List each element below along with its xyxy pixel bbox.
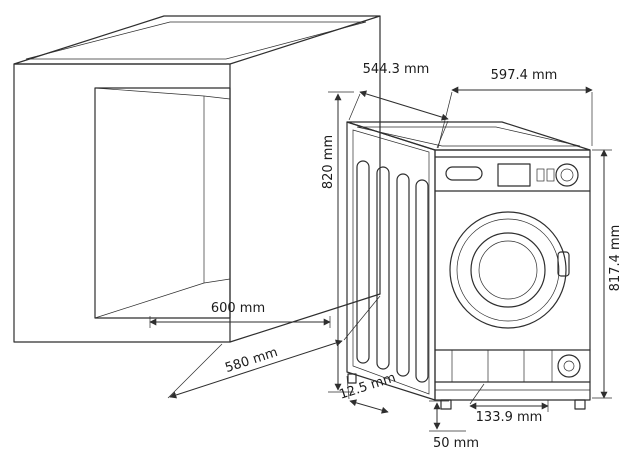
dim-label-niche-bottom: 580 mm	[223, 345, 279, 376]
extension-line	[346, 375, 350, 400]
door-glass-inner	[478, 240, 538, 300]
niche-back-top-spur	[203, 95, 231, 100]
dimension-floor-clearance: 50 mm	[429, 400, 479, 451]
cabinet-top-face-inset	[25, 21, 367, 60]
machine-side-panel-inset	[352, 129, 430, 395]
dimension-niche-height: 820 mm	[321, 91, 354, 393]
dim-label-base-recess: 133.9 mm	[476, 410, 543, 425]
dim-label-niche-height: 820 mm	[321, 135, 336, 189]
program-knob-inner	[560, 168, 574, 182]
washing-machine-drawing	[346, 121, 591, 410]
cabinet-niche-opening	[94, 87, 231, 319]
door-latch	[557, 251, 570, 277]
vent-slot	[376, 166, 390, 370]
niche-ceiling-edge	[94, 87, 205, 97]
display-window	[497, 163, 531, 187]
dim-label-machine-width: 597.4 mm	[491, 68, 558, 83]
vent-slot	[415, 179, 429, 383]
cabinet-front-face	[13, 63, 231, 343]
machine-front-face	[434, 149, 591, 401]
niche-floor-edge	[94, 282, 205, 319]
dim-label-niche-depth: 600 mm	[211, 301, 265, 316]
dim-label-side-gap: 12.5 mm	[337, 370, 397, 402]
dimension-machine-width: 597.4 mm	[437, 68, 593, 149]
door-rim-inner	[456, 218, 560, 322]
vent-slot	[396, 173, 410, 377]
extension-line	[348, 93, 361, 121]
niche-back-bottom-spur	[203, 278, 231, 284]
leader-line	[469, 383, 485, 405]
door-outer-rim	[449, 211, 567, 329]
dimension-machine-top-depth: 544.3 mm	[348, 62, 449, 149]
extension-line	[167, 343, 223, 399]
side-vent-slots	[356, 160, 429, 383]
cabinet-bottom-right-edge	[229, 293, 381, 343]
door-glass-outer	[470, 232, 546, 308]
extension-line	[343, 295, 381, 341]
dim-label-machine-height: 817.4 mm	[608, 225, 623, 292]
drain-pump-cap-icon	[557, 354, 581, 378]
dim-label-machine-top-depth: 544.3 mm	[363, 62, 430, 77]
dimension-line	[349, 399, 389, 414]
machine-foot	[347, 373, 357, 384]
button	[546, 168, 555, 182]
button	[536, 168, 545, 182]
dimension-side-gap: 12.5 mm	[337, 370, 398, 414]
control-panel	[434, 156, 591, 192]
machine-foot	[574, 399, 586, 410]
door-handle-recess	[445, 166, 483, 181]
extension-line	[436, 120, 449, 149]
dimension-base-recess: 133.9 mm	[469, 383, 549, 425]
dimension-machine-height: 817.4 mm	[592, 149, 623, 399]
dimension-line	[169, 339, 343, 399]
porthole-door	[449, 211, 570, 329]
dimension-line	[359, 90, 449, 121]
dimension-niche-depth: 600 mm	[149, 301, 331, 328]
base-panel	[347, 349, 591, 410]
dim-label-floor-clearance: 50 mm	[433, 436, 479, 451]
program-knob-icon	[555, 163, 579, 187]
machine-side-panel	[346, 121, 436, 401]
machine-foot	[440, 399, 452, 410]
vent-slot	[356, 160, 370, 364]
machine-top-face-inset	[356, 126, 581, 147]
drain-pump-cap-inner	[563, 360, 575, 372]
cabinet-top-face	[13, 15, 381, 65]
